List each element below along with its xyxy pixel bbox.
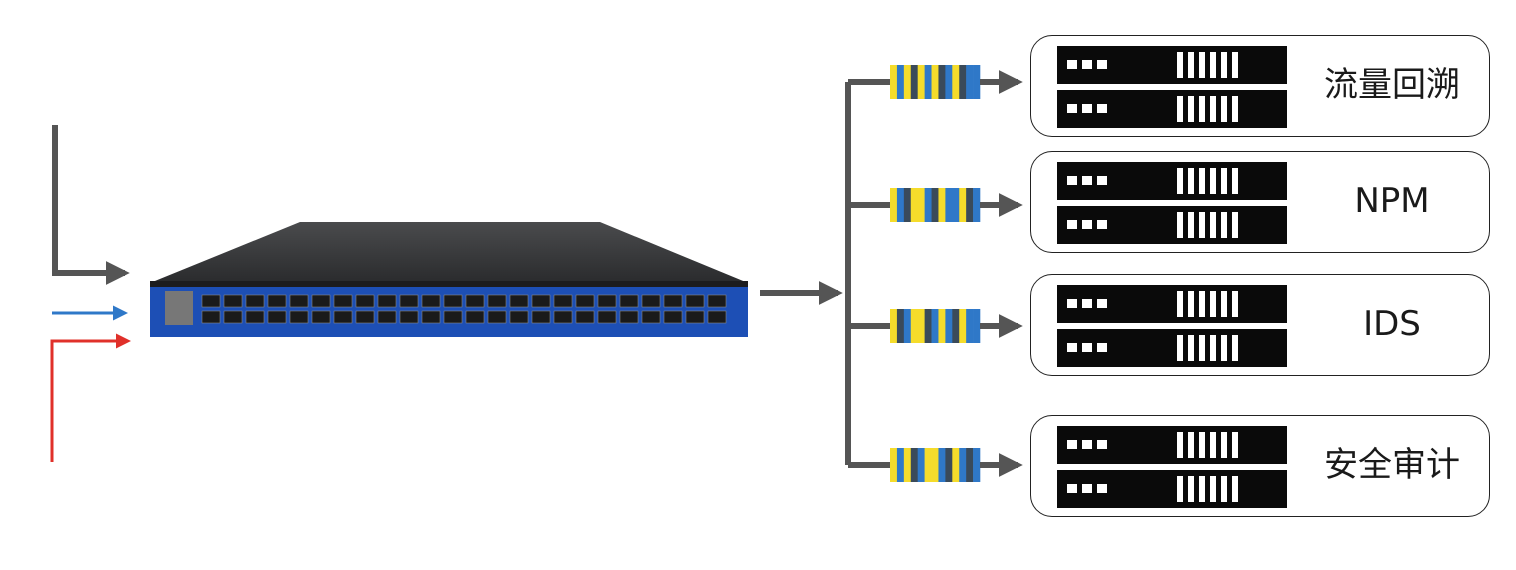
server-unit xyxy=(1057,162,1287,200)
sfp-port xyxy=(223,310,243,324)
sfp-port xyxy=(333,294,353,308)
sfp-port xyxy=(707,310,727,324)
sfp-port xyxy=(707,294,727,308)
sfp-port xyxy=(575,294,595,308)
server-unit xyxy=(1057,426,1287,464)
sfp-port xyxy=(531,294,551,308)
destination-box: 流量回溯 xyxy=(1030,35,1490,137)
sfp-port xyxy=(355,310,375,324)
sfp-port xyxy=(399,294,419,308)
sfp-port xyxy=(465,310,485,324)
server-unit xyxy=(1057,285,1287,323)
sfp-port xyxy=(245,310,265,324)
input-arrow-red xyxy=(50,333,131,462)
sfp-port xyxy=(245,294,265,308)
sfp-port xyxy=(267,294,287,308)
destination-box: NPM xyxy=(1030,151,1490,253)
sfp-port xyxy=(553,310,573,324)
input-arrow-gray xyxy=(52,125,130,285)
sfp-port xyxy=(641,294,661,308)
packet-stream xyxy=(890,448,981,482)
sfp-port xyxy=(223,294,243,308)
mgmt-port xyxy=(165,291,193,325)
sfp-port xyxy=(509,310,529,324)
server-icon xyxy=(1057,162,1287,244)
sfp-port xyxy=(333,310,353,324)
packet-stream xyxy=(890,65,981,99)
sfp-port xyxy=(399,310,419,324)
sfp-port xyxy=(311,294,331,308)
sfp-port xyxy=(443,294,463,308)
network-switch-icon xyxy=(150,222,748,337)
sfp-port xyxy=(421,310,441,324)
sfp-port xyxy=(663,294,683,308)
sfp-port xyxy=(619,310,639,324)
destination-label: NPM xyxy=(1354,181,1430,221)
server-unit xyxy=(1057,90,1287,128)
sfp-port xyxy=(553,294,573,308)
server-icon xyxy=(1057,46,1287,128)
packet-stream xyxy=(890,309,981,343)
sfp-port xyxy=(685,310,705,324)
server-unit xyxy=(1057,470,1287,508)
sfp-port xyxy=(575,310,595,324)
sfp-port xyxy=(377,294,397,308)
destination-box: 安全审计 xyxy=(1030,415,1490,517)
server-unit xyxy=(1057,329,1287,367)
packet-stream xyxy=(890,188,981,222)
sfp-port xyxy=(311,310,331,324)
sfp-port xyxy=(619,294,639,308)
sfp-port xyxy=(663,310,683,324)
destination-box: IDS xyxy=(1030,274,1490,376)
sfp-port xyxy=(443,310,463,324)
server-unit xyxy=(1057,206,1287,244)
sfp-port xyxy=(289,294,309,308)
sfp-port xyxy=(355,294,375,308)
sfp-port xyxy=(487,294,507,308)
sfp-port xyxy=(267,310,287,324)
server-icon xyxy=(1057,285,1287,367)
sfp-port xyxy=(201,310,221,324)
sfp-port xyxy=(641,310,661,324)
destination-label: 安全审计 xyxy=(1324,445,1460,485)
sfp-port xyxy=(377,310,397,324)
sfp-port xyxy=(597,310,617,324)
sfp-port xyxy=(685,294,705,308)
sfp-port xyxy=(201,294,221,308)
server-icon xyxy=(1057,426,1287,508)
sfp-port xyxy=(465,294,485,308)
sfp-port xyxy=(531,310,551,324)
sfp-port xyxy=(487,310,507,324)
sfp-port xyxy=(421,294,441,308)
destination-label: 流量回溯 xyxy=(1324,65,1460,105)
destination-label: IDS xyxy=(1363,304,1421,344)
sfp-port xyxy=(289,310,309,324)
sfp-port xyxy=(597,294,617,308)
sfp-port xyxy=(509,294,529,308)
server-unit xyxy=(1057,46,1287,84)
